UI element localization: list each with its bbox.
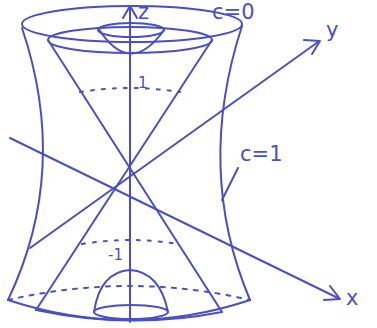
axis-label: -1: [108, 248, 123, 263]
axis-label: z: [138, 2, 149, 23]
axis-label: c=0: [212, 2, 255, 23]
axis-label: 1: [138, 76, 148, 91]
axis-label: x: [346, 288, 358, 309]
axis-label: y: [326, 20, 338, 41]
axis-label: c=1: [240, 144, 283, 165]
